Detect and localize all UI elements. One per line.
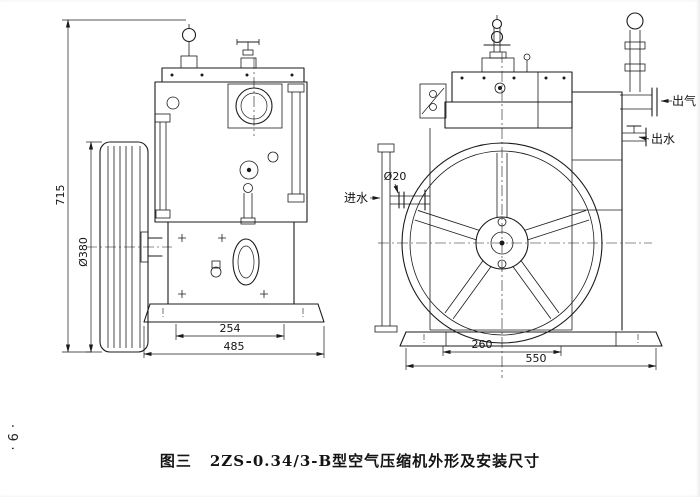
water-outlet-callout: 出水 [638,132,675,146]
air-outlet-callout: 出气 [660,93,696,108]
side-pipe-right [287,83,305,203]
page-number: ·9· [4,424,19,456]
water-inlet-label: 进水 [344,191,368,205]
dim-base-width-485: 485 [143,326,325,358]
oil-pump [240,183,256,225]
base-side [399,331,663,347]
compressor-body-front [143,24,325,323]
side-view: 出气 出水 [344,12,696,378]
discharge-pipe [620,12,658,117]
unloader-valve [236,39,260,69]
crankcase [167,221,295,305]
dim-base-width-550: 550 [405,348,657,370]
compressor-body-side [419,71,623,331]
figure-caption-title: 2ZS-0.34/3-B型空气压缩机外形及安装尺寸 [209,452,541,470]
side-pipe-left [154,113,171,219]
dim-foot-span-side-label: 260 [472,338,493,351]
figure-caption-number: 图三 [159,452,192,470]
dim-base-width-label: 485 [224,340,245,353]
belt-pulley [86,141,172,353]
compressor-technical-drawing: 715 Ø380 [54,12,696,378]
air-outlet-label: 出气 [672,93,696,108]
air-filter-fitting [180,24,198,69]
base-front [143,303,325,323]
front-view: 715 Ø380 [54,19,325,358]
figure-caption: 图三 2ZS-0.34/3-B型空气压缩机外形及安装尺寸 [0,450,700,471]
dim-foot-span-260: 260 [442,338,562,356]
pipe-diameter-callout: Ø20 [384,170,407,194]
flywheel [401,142,603,344]
dim-pulley-diameter-label: Ø380 [77,237,90,267]
head-valve-assembly [481,15,531,73]
water-outlet-valve [622,125,647,147]
dim-foot-span-254: 254 [175,322,285,340]
dim-foot-span-label: 254 [220,322,241,335]
dim-base-width-side-label: 550 [526,352,547,365]
water-outlet-label: 出水 [651,132,675,146]
dim-height-715: 715 [54,19,186,353]
dim-height-label: 715 [54,185,67,206]
pipe-diameter-label: Ø20 [384,170,407,183]
water-inlet-callout: 进水 [344,191,381,205]
